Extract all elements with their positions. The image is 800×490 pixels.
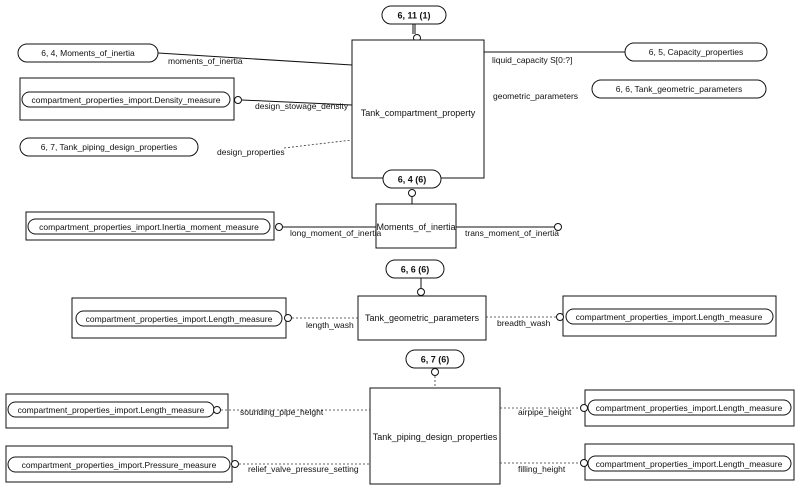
type-length-measure-left[interactable] [75, 310, 283, 327]
attr-trans-moment-of-inertia: trans_moment_of_inertia [465, 228, 559, 238]
type-length-measure-left-label: compartment_properties_import.Length_mea… [86, 314, 273, 324]
ref-tank-geometric-parameters-label: 6, 6, Tank_geometric_parameters [616, 84, 742, 94]
attr-design-properties: design_properties [217, 147, 285, 157]
group-tank-piping-design-properties: 6, 7 (6) Tank_piping_design_properties c… [5, 349, 795, 485]
entity-tank-compartment-property[interactable] [351, 39, 485, 179]
attr-relief-valve-pressure-setting: relief_valve_pressure_setting [248, 464, 359, 474]
group-tank-compartment-property: 6, 11 (1) Tank_compartment_property 6, 4… [17, 5, 768, 179]
attr-breadth-wash: breadth_wash [497, 318, 551, 328]
entity-tank-geometric-parameters[interactable] [357, 295, 487, 341]
attr-airpipe-height: airpipe_height [518, 407, 572, 417]
entity-tank-geometric-parameters-label: Tank_geometric_parameters [365, 313, 480, 323]
group-tank-geometric-parameters: 6, 6 (6) Tank_geometric_parameters compa… [71, 259, 777, 341]
entity-tank-piping-design-properties-label: Tank_piping_design_properties [373, 432, 498, 442]
ref-tank-piping-design-properties[interactable] [19, 137, 199, 157]
attr-long-moment-of-inertia: long_moment_of_inertia [290, 228, 381, 238]
page-ref-6-6-label: 6, 6 (6) [401, 265, 430, 275]
ref-tank-geometric-parameters[interactable] [591, 79, 767, 99]
type-density-measure[interactable] [21, 91, 231, 108]
type-length-measure-airpipe-label: compartment_properties_import.Length_mea… [596, 403, 783, 413]
page-ref-6-11[interactable] [381, 5, 447, 25]
entity-moments-of-inertia[interactable] [375, 203, 457, 249]
type-inertia-moment-measure-label: compartment_properties_import.Inertia_mo… [39, 222, 259, 232]
page-ref-6-7-label: 6, 7 (6) [421, 355, 450, 365]
ref-moments-of-inertia-label: 6, 4, Moments_of_inertia [41, 48, 135, 58]
page-ref-6-4-label: 6, 4 (6) [398, 175, 427, 185]
type-inertia-moment-measure[interactable] [27, 218, 271, 235]
attr-length-wash: length_wash [306, 320, 354, 330]
attr-geometric-parameters: geometric_parameters [493, 91, 578, 101]
group-moments-of-inertia: 6, 4 (6) Moments_of_inertia compartment_… [25, 169, 562, 249]
ref-tank-piping-design-properties-label: 6, 7, Tank_piping_design_properties [41, 142, 177, 152]
type-length-measure-filling[interactable] [587, 455, 792, 472]
page-ref-6-6[interactable] [385, 259, 445, 279]
page-ref-6-4[interactable] [382, 169, 442, 189]
type-length-measure-filling-label: compartment_properties_import.Length_mea… [596, 459, 783, 469]
type-pressure-measure[interactable] [7, 456, 231, 473]
attr-moments-of-inertia: moments_of_inertia [168, 56, 243, 66]
type-density-measure-label: compartment_properties_import.Density_me… [32, 95, 221, 105]
type-length-measure-right[interactable] [565, 308, 774, 325]
type-length-measure-sounding-label: compartment_properties_import.Length_mea… [18, 405, 205, 415]
type-length-measure-airpipe[interactable] [587, 399, 792, 416]
attr-filling-height: filling_height [518, 464, 566, 474]
page-ref-6-11-label: 6, 11 (1) [397, 11, 430, 21]
ref-capacity-properties-label: 6, 5, Capacity_properties [649, 47, 744, 57]
entity-tank-piping-design-properties[interactable] [369, 387, 501, 485]
type-pressure-measure-label: compartment_properties_import.Pressure_m… [22, 460, 217, 470]
attr-liquid-capacity: liquid_capacity S[0:?] [492, 55, 572, 65]
type-length-measure-right-label: compartment_properties_import.Length_mea… [576, 312, 763, 322]
attr-sounding-pipe-height: sounding_pipe_height [240, 407, 324, 417]
entity-moments-of-inertia-label: Moments_of_inertia [376, 222, 455, 232]
attr-design-stowage-density: design_stowage_density [255, 101, 349, 111]
entity-tank-compartment-property-label: Tank_compartment_property [361, 108, 476, 118]
